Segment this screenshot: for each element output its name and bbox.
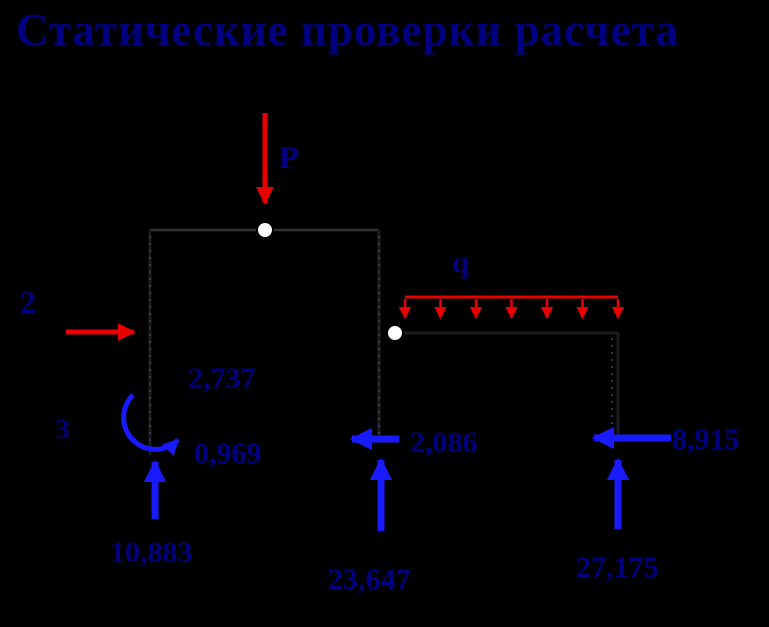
reaction-right-group: 8,915 27,175	[576, 423, 740, 584]
reaction-mid-group: 2,086 23,647	[328, 426, 478, 596]
reaction-shear-left-label: 2,737	[188, 362, 256, 395]
reaction-vertical-left-label: 10,883	[110, 536, 193, 569]
reaction-moment-arc	[121, 393, 180, 456]
page-title: Статические проверки расчета	[16, 5, 679, 55]
hinge-mid	[386, 324, 404, 342]
load-p-group: P	[256, 113, 299, 205]
load-left-label: 2	[20, 284, 36, 320]
reaction-left-group: 2,737 0,969 3 10,883	[56, 362, 262, 569]
reaction-vertical-right-label: 27,175	[576, 551, 659, 584]
reaction-vertical-mid-label: 23,647	[328, 563, 411, 596]
reaction-moment-left-label: 0,969	[194, 437, 262, 470]
reaction-horizontal-right-label: 8,915	[672, 423, 740, 456]
frame-structure	[148, 228, 620, 455]
hinge-top	[256, 221, 274, 239]
load-p-label: P	[279, 139, 299, 175]
support-label: 3	[56, 414, 70, 444]
distributed-load-label: q	[452, 246, 469, 279]
load-left-group: 2	[20, 284, 136, 341]
reaction-horizontal-mid-label: 2,086	[410, 426, 478, 459]
distributed-load-group: q	[398, 246, 625, 320]
